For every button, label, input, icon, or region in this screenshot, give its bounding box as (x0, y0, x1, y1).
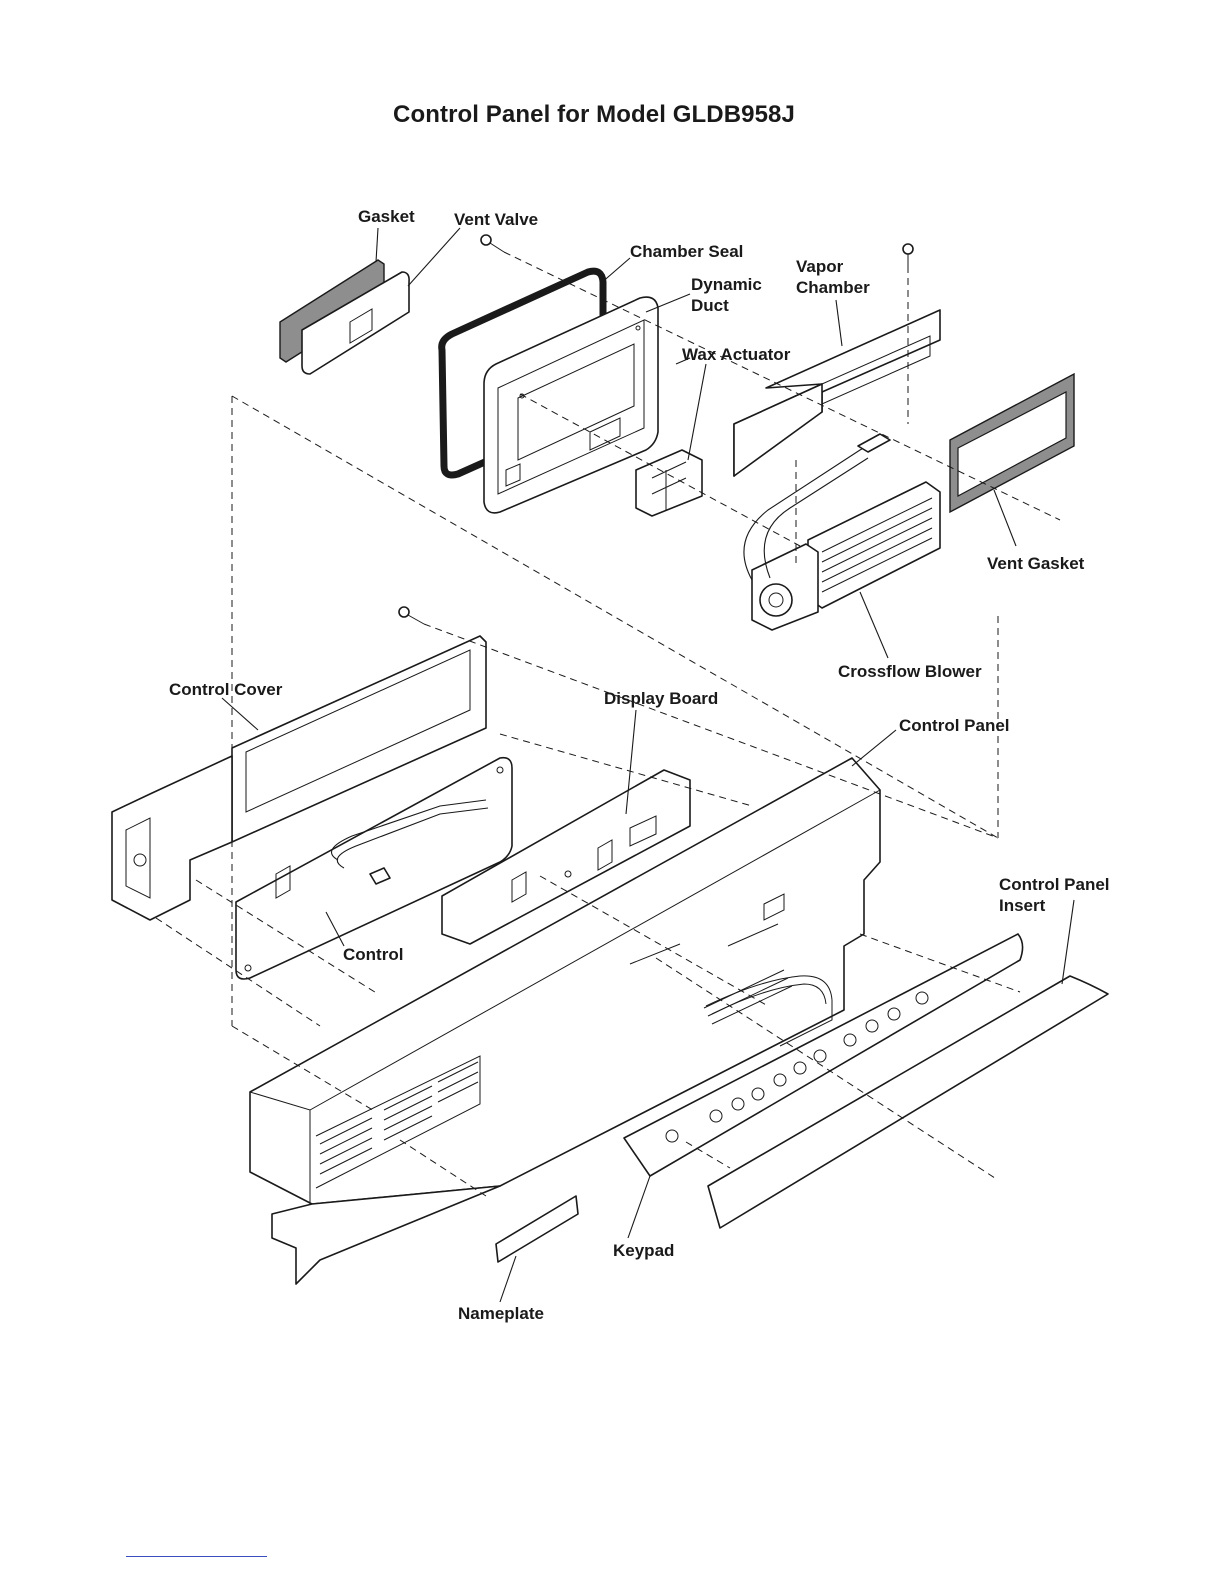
label-dynamic-duct-line2: Duct (691, 296, 729, 315)
wax-actuator-part (636, 450, 702, 516)
label-control-panel-insert-line1: Control Panel (999, 875, 1110, 894)
label-wax-actuator: Wax Actuator (682, 345, 791, 364)
label-vapor-chamber-line1: Vapor (796, 257, 844, 276)
label-control: Control (343, 945, 403, 964)
label-dynamic-duct-line1: Dynamic (691, 275, 762, 294)
footer-rule (126, 1556, 267, 1557)
screw-control-cover (399, 607, 424, 624)
vent-gasket-part (950, 374, 1074, 512)
label-vent-gasket: Vent Gasket (987, 554, 1085, 573)
label-control-cover: Control Cover (169, 680, 283, 699)
label-control-panel: Control Panel (899, 716, 1010, 735)
screw-vent-valve (481, 235, 504, 252)
label-keypad: Keypad (613, 1241, 674, 1260)
label-chamber-seal: Chamber Seal (630, 242, 743, 261)
label-vent-valve: Vent Valve (454, 210, 538, 229)
label-nameplate: Nameplate (458, 1304, 544, 1323)
label-display-board: Display Board (604, 689, 718, 708)
label-crossflow-blower: Crossflow Blower (838, 662, 982, 681)
nameplate-part (496, 1196, 578, 1262)
label-control-panel-insert-line2: Insert (999, 896, 1046, 915)
dynamic-duct-part (484, 297, 658, 513)
screw-vapor-chamber (903, 244, 913, 266)
label-gasket: Gasket (358, 207, 415, 226)
label-vapor-chamber-line2: Chamber (796, 278, 870, 297)
vapor-chamber-part (734, 310, 940, 476)
